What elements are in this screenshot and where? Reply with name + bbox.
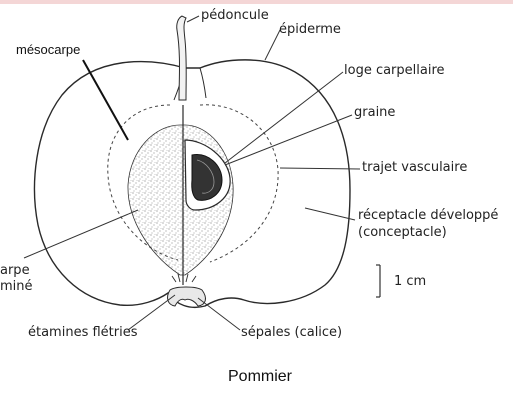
peduncle-stem bbox=[177, 16, 187, 100]
leader-graine bbox=[225, 115, 352, 165]
leader-receptacle bbox=[305, 208, 355, 220]
label-endocarpe-line1: arpe bbox=[0, 263, 30, 279]
label-scale: 1 cm bbox=[394, 274, 426, 290]
label-mesocarpe: mésocarpe bbox=[16, 42, 80, 58]
leader-loge bbox=[225, 72, 343, 163]
leader-mesocarpe bbox=[83, 60, 128, 140]
label-graine: graine bbox=[354, 105, 395, 121]
leader-trajet bbox=[280, 168, 360, 169]
label-epiderme: épiderme bbox=[279, 22, 341, 38]
label-sepales: sépales (calice) bbox=[241, 325, 342, 341]
leader-endocarpe bbox=[24, 210, 138, 258]
label-trajet-vasculaire: trajet vasculaire bbox=[362, 160, 467, 176]
label-receptacle-line2: (conceptacle) bbox=[358, 225, 447, 241]
figure-caption: Pommier bbox=[228, 369, 292, 385]
label-pedoncule: pédoncule bbox=[201, 8, 269, 24]
label-receptacle-line1: réceptacle développé bbox=[358, 208, 498, 224]
label-endocarpe-line2: miné bbox=[0, 279, 33, 295]
stem-cavity-right bbox=[200, 68, 206, 98]
label-loge-carpellaire: loge carpellaire bbox=[344, 63, 445, 79]
label-etamines: étamines flétries bbox=[28, 325, 138, 341]
leader-epiderme bbox=[265, 30, 280, 60]
leader-sepales bbox=[198, 298, 240, 330]
leader-pedoncule bbox=[187, 16, 199, 22]
